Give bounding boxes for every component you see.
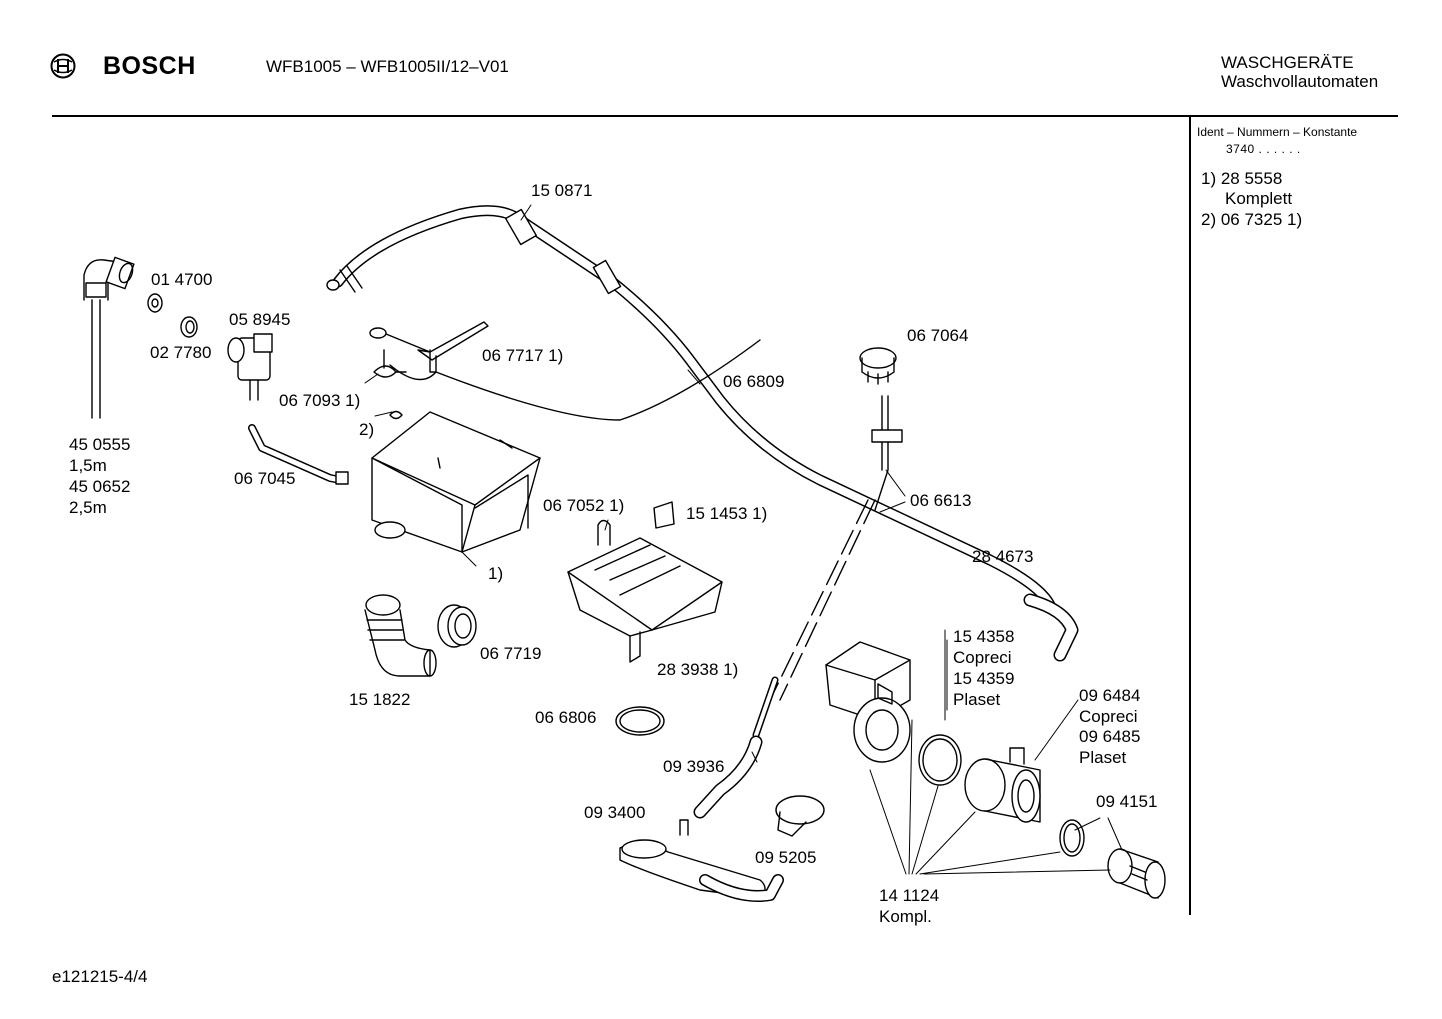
bosch-logo-icon [50,53,76,84]
part-label: 2) [359,420,375,439]
inlet-hose-drawing [83,256,135,419]
part-label: Plaset [1079,748,1127,767]
part-label: 15 1453 1) [686,504,768,523]
drain-elbow-drawing [619,819,784,902]
part-label: 01 4700 [151,270,213,289]
document-code: e121215-4/4 [52,967,148,986]
part-label: 1) [488,564,504,583]
header-divider [52,115,1398,117]
part-label: 06 7045 [234,469,296,488]
part-label: 15 1822 [349,690,411,709]
part-label: 06 6806 [535,708,597,727]
part-label: 09 6484 [1079,686,1141,705]
part-label: Copreci [953,648,1012,667]
flap-drawing [653,501,675,529]
part-label: 06 7064 [907,326,969,345]
part-label: 06 6809 [723,372,785,391]
part-label: Copreci [1079,707,1138,726]
part-label: 06 7052 1) [543,496,625,515]
category-title: WASCHGERÄTE [1221,53,1354,72]
hose-clamp-drawing [615,706,665,736]
o-ring-drawing [918,734,962,786]
part-label: 45 0555 [69,435,131,454]
model-title: WFB1005 – WFB1005II/12–V01 [266,57,509,76]
part-label: 09 6485 [1079,727,1141,746]
dispenser-housing-drawing [371,411,541,553]
dispenser-drawer-drawing [567,537,723,663]
category-subtitle: Waschvollautomaten [1221,72,1379,91]
filter-drawing [180,316,198,338]
drain-hose-drawing [326,205,1079,662]
part-label: 14 1124 [879,886,940,905]
part-label: 45 0652 [69,477,131,496]
part-label: Kompl. [879,907,932,926]
part-label: 15 4358 [953,627,1015,646]
pressure-switch-drawing [859,347,903,511]
part-label: 09 3936 [663,757,725,776]
part-label: 05 8945 [229,310,291,329]
part-label: 06 7093 1) [279,391,361,410]
part-label: 06 7717 1) [482,346,564,365]
part-label: 09 5205 [755,848,817,867]
cable-drawing [435,339,761,421]
part-label: 06 6613 [910,491,972,510]
pump-motor-drawing [825,641,911,763]
valve-drawing [227,333,273,401]
brand-name: BOSCH [103,52,196,80]
ring-drawing [1059,819,1085,857]
part-label: 02 7780 [150,343,212,362]
long-hose-drawing [769,499,876,701]
part-label: 09 3400 [584,803,646,822]
washer-drawing [147,293,163,313]
bellow-hose-drawing [364,594,437,677]
part-label: 28 3938 1) [657,660,739,679]
ident-title: Ident – Nummern – Konstante [1197,125,1358,139]
part-label: 09 4151 [1096,792,1158,811]
note-1-line2: Komplett [1225,189,1293,208]
filter-cap-drawing [775,795,825,837]
part-label: 15 4359 [953,669,1015,688]
part-label: 1,5m [69,456,107,475]
part-label: 15 0871 [531,181,593,200]
note-1-line1: 1) 28 5558 [1201,169,1283,188]
leader-lines [364,204,1123,875]
note-2: 2) 06 7325 1) [1201,210,1303,229]
pump-housing-drawing [964,747,1041,823]
part-label: 2,5m [69,498,107,517]
part-label: Plaset [953,690,1001,709]
filter-plug-drawing [1107,848,1166,899]
part-label: 28 4673 [972,547,1034,566]
part-label: 06 7719 [480,644,542,663]
bracket-drawing [369,321,489,373]
ident-value: 3740 . . . . . . [1226,142,1301,156]
side-panel-divider [1189,117,1191,915]
clip-drawing [597,519,611,546]
